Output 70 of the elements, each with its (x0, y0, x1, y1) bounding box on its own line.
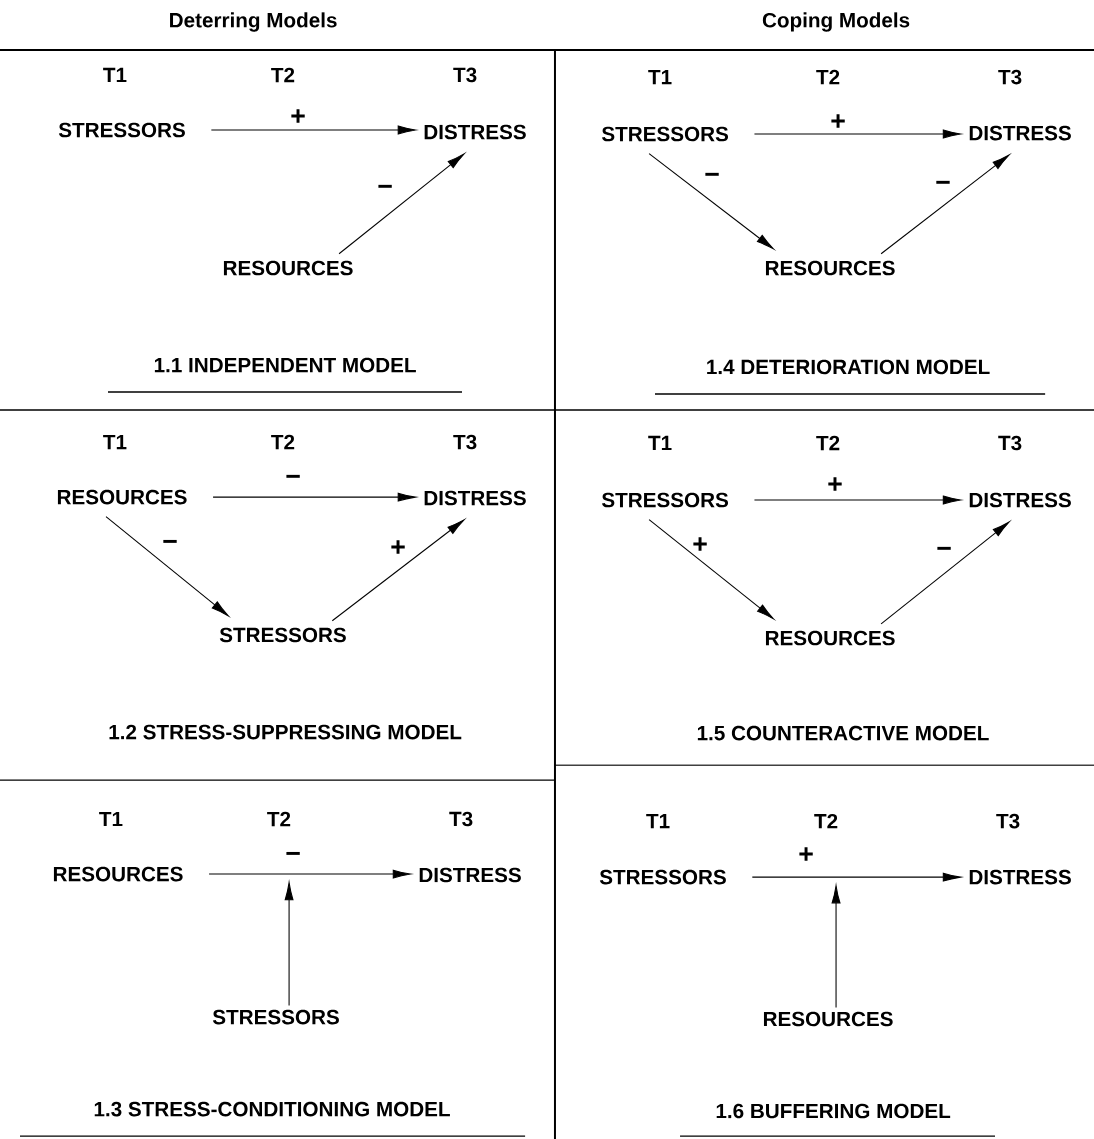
arrow (753, 495, 961, 505)
arrow (284, 882, 294, 1007)
edge-label: − (378, 184, 392, 188)
edge-label: + (831, 114, 845, 128)
time-label: T3 (449, 811, 473, 827)
variable-label: RESOURCES (223, 260, 353, 276)
edge-label: + (828, 477, 842, 491)
time-label: T1 (103, 67, 127, 83)
time-label: T3 (453, 67, 477, 83)
time-label: T3 (998, 435, 1022, 451)
variable-label: STRESSORS (212, 1009, 339, 1025)
variable-label: DISTRESS (969, 869, 1071, 885)
time-label: T1 (646, 814, 670, 829)
model-title: 1.1 INDEPENDENT MODEL (154, 357, 416, 373)
arrow (331, 519, 465, 622)
variable-label: DISTRESS (969, 492, 1071, 508)
time-label: T3 (998, 69, 1022, 85)
variable-label: RESOURCES (765, 630, 895, 646)
edge-label: + (291, 109, 305, 123)
time-label: T3 (996, 813, 1020, 829)
column-heading: Coping Models (762, 12, 910, 32)
arrow (208, 869, 411, 879)
time-label: T3 (453, 434, 477, 450)
model-title: 1.2 STRESS-SUPPRESSING MODEL (109, 724, 462, 740)
edge-label: − (705, 172, 719, 176)
edge-label: − (286, 474, 300, 478)
variable-label: STRESSORS (219, 627, 346, 643)
variable-label: DISTRESS (969, 125, 1071, 141)
variable-label: STRESSORS (601, 126, 728, 142)
variable-label: DISTRESS (424, 124, 526, 140)
edge-label: + (391, 540, 405, 554)
model-title: 1.5 COUNTERACTIVE MODEL (697, 725, 989, 741)
edge-label: + (693, 537, 707, 551)
edge-label: − (936, 180, 950, 184)
model-title: 1.6 BUFFERING MODEL (716, 1103, 951, 1119)
model-title: 1.3 STRESS-CONDITIONING MODEL (94, 1101, 450, 1117)
variable-label: STRESSORS (599, 869, 726, 885)
arrow (880, 154, 1010, 255)
variable-label: RESOURCES (765, 260, 895, 276)
variable-label: RESOURCES (57, 489, 187, 505)
column-heading: Deterring Models (170, 12, 337, 32)
time-label: T2 (271, 67, 295, 83)
time-label: T2 (816, 69, 840, 85)
time-label: T1 (648, 435, 672, 451)
edge-label: − (286, 851, 300, 855)
arrow (210, 125, 416, 135)
arrow (880, 521, 1010, 625)
variable-label: STRESSORS (58, 122, 185, 138)
edge-label: + (799, 847, 813, 861)
arrow (212, 492, 416, 502)
time-label: T2 (267, 811, 291, 827)
arrow (751, 872, 961, 882)
time-label: T1 (103, 434, 127, 450)
variable-label: STRESSORS (601, 492, 728, 508)
model-title: 1.4 DETERIORATION MODEL (707, 359, 990, 375)
time-label: T2 (814, 813, 838, 829)
variable-label: RESOURCES (763, 1011, 893, 1027)
arrow (338, 153, 465, 255)
time-label: T2 (271, 434, 295, 450)
time-label: T1 (99, 811, 123, 827)
variable-label: RESOURCES (53, 866, 183, 882)
arrow (831, 885, 841, 1008)
variable-label: DISTRESS (419, 867, 521, 883)
time-label: T2 (816, 435, 840, 451)
arrow (753, 129, 961, 139)
variable-label: DISTRESS (424, 490, 526, 506)
edge-label: − (937, 546, 951, 550)
time-label: T1 (648, 69, 672, 85)
arrow (648, 153, 774, 250)
arrow (648, 519, 774, 620)
